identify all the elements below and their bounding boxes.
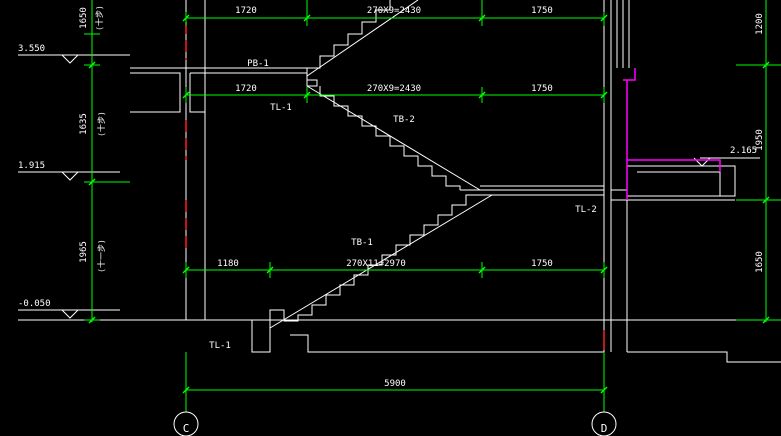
label-tl2: TL-2 [575,205,597,215]
vdim-left-lower-note: (十一步) [96,239,106,273]
level-upper: 3.550 [18,44,45,54]
vdim-right-mid: 1950 [755,129,765,151]
dim-mid-3: 1750 [531,84,553,94]
level-middle: 1.915 [18,161,45,171]
axis-bubble-d [591,411,617,436]
vdim-left-top: 1650 [79,7,89,29]
axis-centerline-red [185,22,605,350]
dim-total: 5900 [384,379,406,389]
axis-bubble-c [173,411,199,436]
dim-top-1: 1720 [235,6,257,16]
axis-bubbles [173,411,617,436]
vdim-right-top: 1200 [755,13,765,35]
dim-bot-1: 1180 [217,259,239,269]
dim-mid-1: 1720 [235,84,257,94]
vdim-left-lower: 1965 [79,241,89,263]
vdim-left-top-note: (十步) [94,5,104,31]
label-tb1: TB-1 [351,238,373,248]
dimension-ticks [88,14,770,394]
level-ground: -0.050 [18,299,51,309]
structure-lines [18,0,781,363]
vdim-right-bottom: 1650 [755,251,765,273]
landing-edge-detail [623,68,721,200]
dimension-lines [84,0,781,412]
axis-label-d: D [601,422,608,435]
dim-top-3: 1750 [531,6,553,16]
vdim-left-mid-note: (十步) [96,111,106,137]
dim-top-2: 270X9=2430 [367,6,421,16]
dim-mid-2: 270X9=2430 [367,84,421,94]
axis-label-c: C [183,422,190,435]
label-tl1-lower: TL-1 [209,341,231,351]
label-tb2: TB-2 [393,115,415,125]
level-right-landing: 2.165 [730,146,757,156]
label-tl1-upper: TL-1 [270,103,292,113]
label-pb1: PB-1 [247,59,269,69]
dim-bot-2: 270X11=2970 [346,259,406,269]
vdim-left-mid: 1635 [79,113,89,135]
dim-bot-3: 1750 [531,259,553,269]
